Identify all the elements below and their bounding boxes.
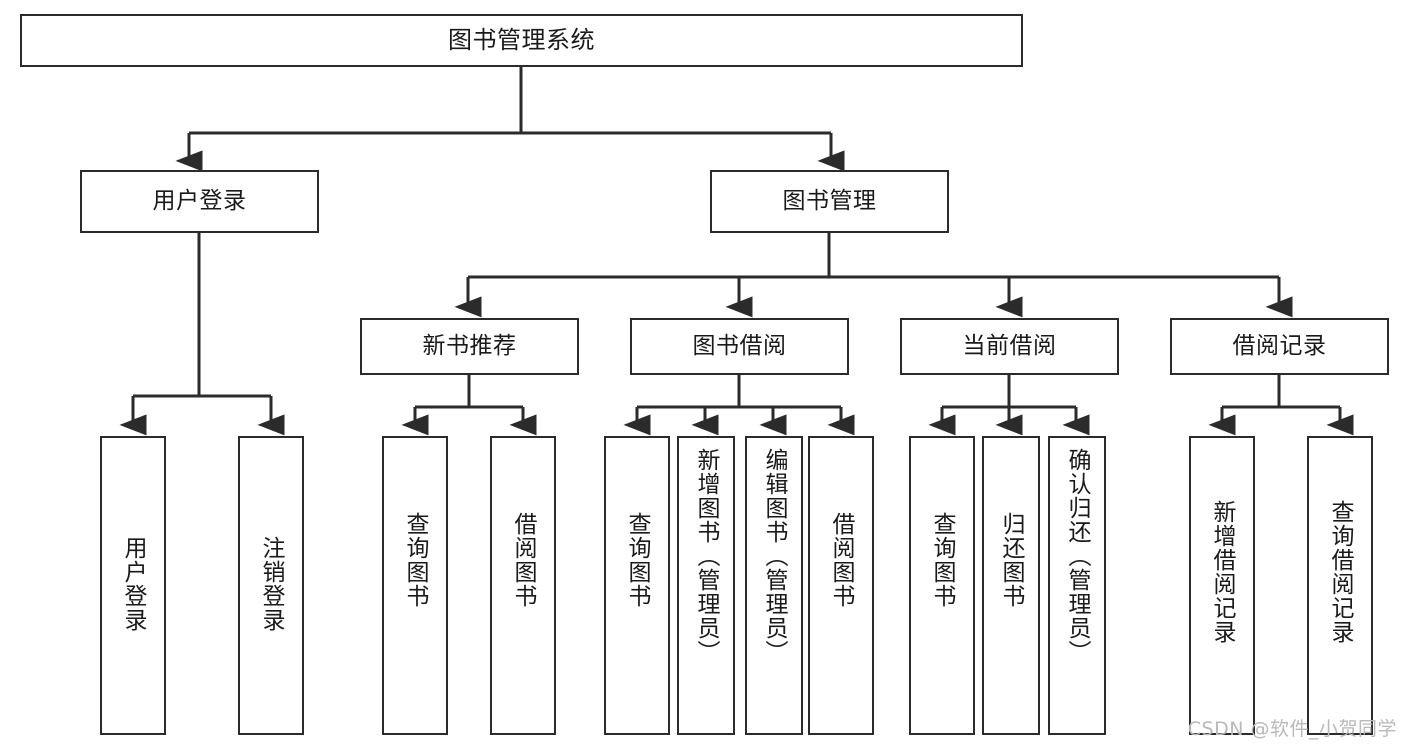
node-leaf-add-borrow-record[interactable]: 新增借阅记录 [1189,436,1255,735]
node-label: 用户登录 [152,188,247,215]
node-label: 借阅图书 [510,512,537,608]
node-leaf-query-book-rec[interactable]: 查询图书 [382,436,448,735]
node-label: 图书管理系统 [448,25,595,54]
node-label: 图书借阅 [692,333,787,360]
node-leaf-logout[interactable]: 注销登录 [238,436,304,735]
node-label: 用户登录 [120,536,147,632]
node-label: 查询图书 [929,512,956,608]
node-new-book-recommend[interactable]: 新书推荐 [360,318,579,375]
node-leaf-borrow-book[interactable]: 借阅图书 [808,436,874,735]
node-borrow-record[interactable]: 借阅记录 [1170,318,1389,375]
node-label: 新增借阅记录 [1209,500,1236,644]
node-label: 新书推荐 [422,333,517,360]
node-leaf-query-book-current[interactable]: 查询图书 [909,436,975,735]
node-leaf-user-login[interactable]: 用户登录 [100,436,166,735]
node-label: 查询图书 [624,512,651,608]
node-leaf-query-book-borrow[interactable]: 查询图书 [604,436,670,735]
node-leaf-borrow-book-rec[interactable]: 借阅图书 [490,436,556,735]
node-label: 借阅图书 [828,512,855,608]
node-label: 编辑图书（管理员） [761,448,788,664]
node-user-login[interactable]: 用户登录 [80,170,319,233]
node-leaf-add-book-admin[interactable]: 新增图书（管理员） [677,436,735,735]
node-label: 查询借阅记录 [1327,500,1354,644]
node-label: 新增图书（管理员） [693,448,720,664]
node-leaf-query-borrow-record[interactable]: 查询借阅记录 [1307,436,1373,735]
node-leaf-edit-book-admin[interactable]: 编辑图书（管理员） [745,436,803,735]
node-leaf-confirm-return-admin[interactable]: 确认归还（管理员） [1048,436,1106,735]
node-label: 注销登录 [258,536,285,632]
node-label: 确认归还（管理员） [1064,448,1091,664]
node-label: 当前借阅 [962,333,1057,360]
node-current-borrow[interactable]: 当前借阅 [900,318,1119,375]
watermark: CSDN @软件_小贺同学 [1187,718,1397,740]
node-root-book-management-system[interactable]: 图书管理系统 [20,14,1023,67]
node-label: 查询图书 [402,512,429,608]
node-label: 借阅记录 [1232,333,1327,360]
node-book-borrow[interactable]: 图书借阅 [630,318,849,375]
node-leaf-return-book[interactable]: 归还图书 [982,436,1040,735]
node-book-manage[interactable]: 图书管理 [710,170,949,233]
node-label: 归还图书 [998,512,1025,608]
node-label: 图书管理 [782,188,877,215]
